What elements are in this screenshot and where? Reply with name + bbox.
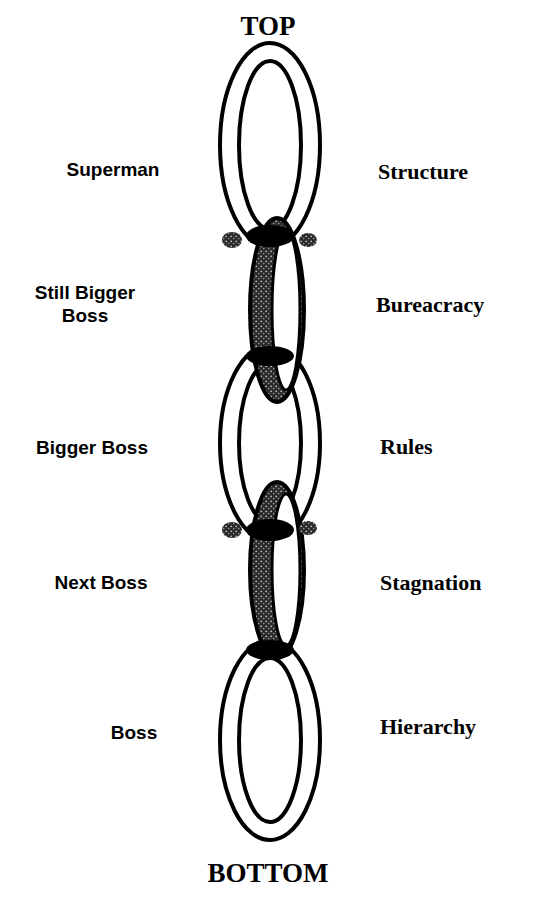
stipple-patch — [222, 232, 242, 248]
label-slot: Stagnation — [380, 570, 530, 596]
chain-link-side — [250, 482, 304, 658]
stipple-patch — [222, 522, 242, 538]
chain-link-face — [272, 230, 300, 390]
rank-label: Superman — [38, 159, 188, 182]
chain-link — [220, 640, 320, 840]
label-slot: Structure — [378, 159, 528, 185]
chain-link — [220, 43, 320, 247]
link-crossing — [246, 640, 294, 660]
label-slot: Superman — [38, 159, 188, 182]
trait-label: Rules — [380, 434, 530, 460]
link-crossing — [246, 519, 294, 541]
end-label: BOTTOM — [158, 857, 378, 889]
rank-label: Bigger Boss — [12, 437, 172, 460]
rank-label: Next Boss — [26, 572, 176, 595]
rank-label: Still Bigger Boss — [20, 282, 150, 328]
label-slot: Hierarchy — [380, 714, 530, 740]
trait-label: Bureacracy — [376, 292, 526, 318]
end-label: TOP — [168, 10, 368, 42]
label-slot: Next Boss — [26, 572, 176, 595]
chain-link-face — [272, 494, 300, 646]
stipple-patch — [299, 233, 317, 247]
trait-label: Hierarchy — [380, 714, 530, 740]
link-crossing — [246, 225, 294, 247]
label-slot: Bureacracy — [376, 292, 526, 318]
rank-label: Boss — [74, 722, 194, 745]
stipple-patch — [299, 521, 317, 535]
label-slot: TOP — [168, 10, 368, 42]
label-slot: Rules — [380, 434, 530, 460]
label-slot: Bigger Boss — [12, 437, 172, 460]
label-slot: BOTTOM — [158, 857, 378, 889]
trait-label: Structure — [378, 159, 528, 185]
link-crossing — [246, 346, 294, 366]
label-slot: Boss — [74, 722, 194, 745]
label-slot: Still Bigger Boss — [20, 282, 150, 328]
trait-label: Stagnation — [380, 570, 530, 596]
